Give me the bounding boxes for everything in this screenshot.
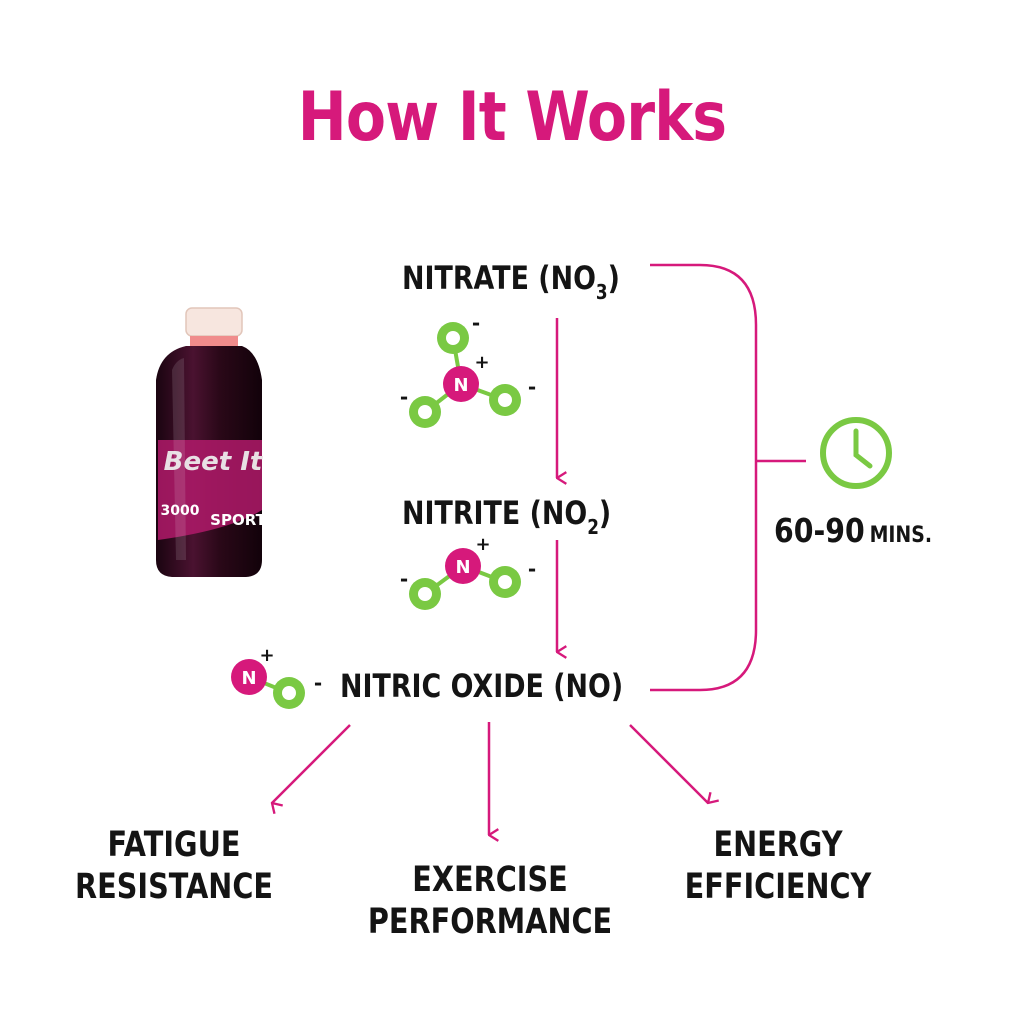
clock-icon (820, 417, 892, 489)
charge-minus: - (400, 567, 408, 591)
beet-it-bottle-image: Beet It SPORT 3000 (156, 307, 267, 577)
nitrogen-symbol: N (241, 668, 256, 689)
oxygen-atom (489, 384, 521, 416)
nitric-oxide-molecule-icon: N + - (231, 645, 322, 709)
bottle-sport: SPORT (210, 511, 266, 529)
bottle-nitrate-badge: 3000 (161, 503, 200, 519)
charge-minus: - (400, 385, 408, 409)
oxygen-atom (409, 396, 441, 428)
charge-minus: - (528, 375, 536, 399)
nitric-oxide-label: NITRIC OXIDE (NO) (340, 667, 624, 705)
arrow-to-fatigue (272, 724, 351, 803)
bottle-brand: Beet It (164, 447, 264, 477)
oxygen-atom (437, 322, 469, 354)
page-title: How It Works (297, 78, 727, 157)
oxygen-atom (489, 566, 521, 598)
charge-minus: - (472, 311, 480, 335)
nitrogen-symbol: N (453, 375, 468, 396)
charge-minus: - (528, 557, 536, 581)
charge-plus: + (474, 352, 489, 373)
nitrogen-symbol: N (455, 557, 470, 578)
charge-plus: + (259, 645, 274, 666)
nitrate-molecule-icon: N + - - - (400, 311, 536, 428)
charge-plus: + (475, 534, 490, 555)
timing-bracket (650, 263, 758, 692)
oxygen-atom (409, 578, 441, 610)
nitrite-molecule-icon: N + - - (400, 534, 536, 610)
timing-label: 60-90 MINS. (774, 511, 933, 550)
nitrite-label: NITRITE (NO2) (402, 494, 612, 539)
oxygen-atom (273, 677, 305, 709)
arrow-to-energy (629, 724, 708, 803)
nitrate-label: NITRATE (NO3) (402, 259, 620, 304)
charge-minus: - (314, 671, 322, 695)
